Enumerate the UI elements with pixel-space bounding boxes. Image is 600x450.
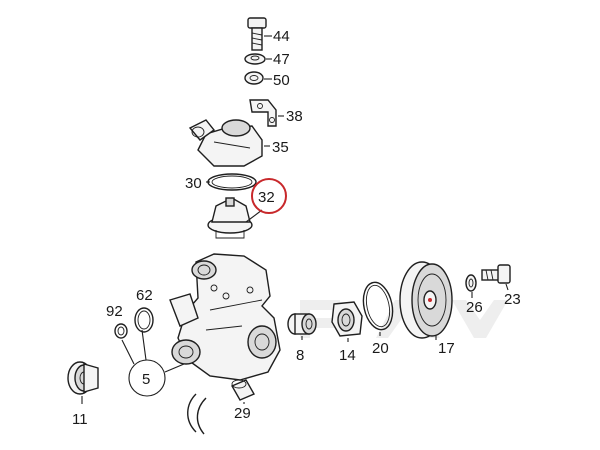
label-5[interactable]: 5 (142, 371, 150, 388)
label-17[interactable]: 17 (438, 340, 455, 357)
part-17-impeller[interactable] (399, 261, 453, 340)
part-50-ring[interactable] (244, 71, 272, 85)
label-20[interactable]: 20 (372, 340, 389, 357)
part-47-washer[interactable] (244, 53, 272, 65)
part-5-callout (121, 329, 185, 397)
part-29-sleeve[interactable] (231, 379, 255, 404)
part-14-seal[interactable] (331, 301, 363, 342)
label-29[interactable]: 29 (234, 405, 251, 422)
label-50[interactable]: 50 (273, 72, 290, 89)
label-11[interactable]: 11 (72, 411, 88, 428)
part-5-pump-housing[interactable] (169, 253, 281, 381)
label-47[interactable]: 47 (273, 51, 290, 68)
label-92[interactable]: 92 (106, 303, 123, 320)
part-labels: 44 47 50 38 35 30 32 62 92 5 11 29 8 14 … (72, 28, 521, 428)
highlight-circle (251, 178, 287, 214)
part-62-o-ring[interactable] (134, 307, 154, 333)
label-62[interactable]: 62 (136, 287, 153, 304)
label-8[interactable]: 8 (296, 347, 304, 364)
label-14[interactable]: 14 (339, 347, 356, 364)
part-30-gasket[interactable] (206, 173, 257, 191)
label-32[interactable]: 32 (258, 189, 275, 206)
part-23-bolt[interactable] (481, 264, 511, 291)
part-32-thermostat[interactable] (207, 197, 263, 239)
part-44-bolt[interactable] (247, 17, 272, 51)
part-35-housing-cover[interactable] (188, 119, 270, 167)
part-92-small-ring[interactable] (114, 323, 128, 339)
label-38[interactable]: 38 (286, 108, 303, 125)
part-38-bracket[interactable] (249, 99, 284, 127)
part-11-pulley-hub[interactable] (67, 361, 99, 404)
label-35[interactable]: 35 (272, 139, 289, 156)
label-44[interactable]: 44 (273, 28, 290, 45)
part-8-bearing[interactable] (287, 313, 317, 340)
label-30[interactable]: 30 (185, 175, 202, 192)
part-20-gasket[interactable] (359, 280, 396, 336)
label-23[interactable]: 23 (504, 291, 521, 308)
coolant-hose (187, 393, 207, 435)
label-26[interactable]: 26 (466, 299, 483, 316)
impeller-center-dot (428, 298, 432, 302)
part-26-washer[interactable] (465, 274, 477, 298)
